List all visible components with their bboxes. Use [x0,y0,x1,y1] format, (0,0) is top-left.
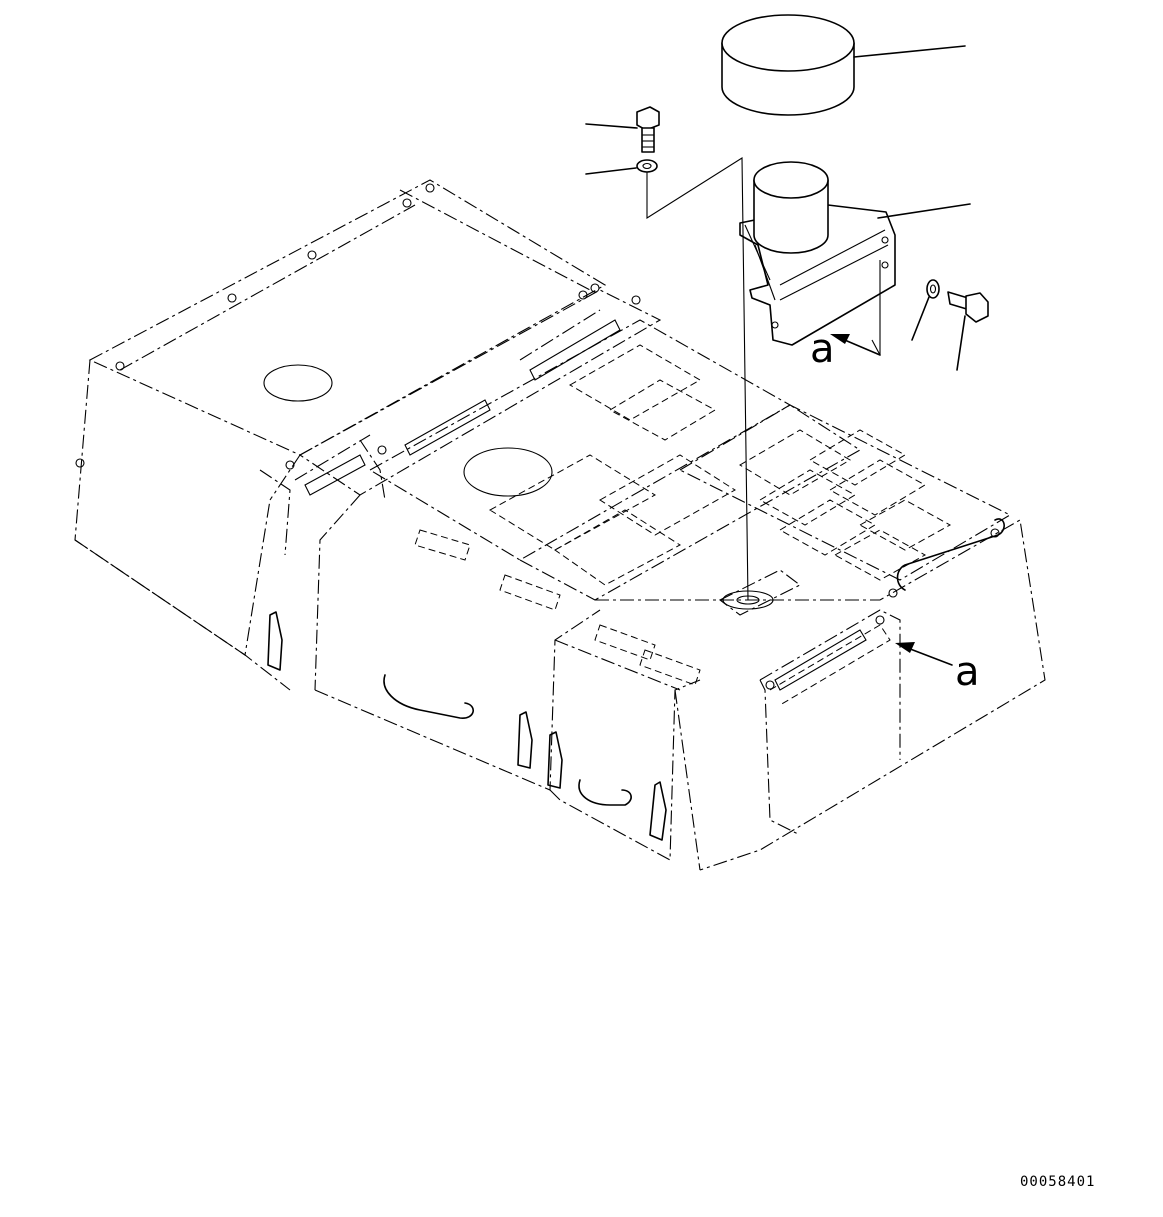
callout-label-upper: a [810,326,835,372]
callout-arrow-upper: a [810,326,881,372]
side-washer-part [911,279,940,341]
callout-label-lower: a [955,649,980,695]
cap-part [721,14,966,116]
machine-cover-assembly [74,179,1046,871]
side-bolt-part [947,291,989,371]
drawing-number: 00058401 [1020,1174,1095,1190]
assembly-lines [646,157,881,601]
washer-part [585,159,658,175]
bracket-part [739,161,971,346]
callout-arrow-lower: a [895,642,980,695]
bolt-part [585,106,660,153]
